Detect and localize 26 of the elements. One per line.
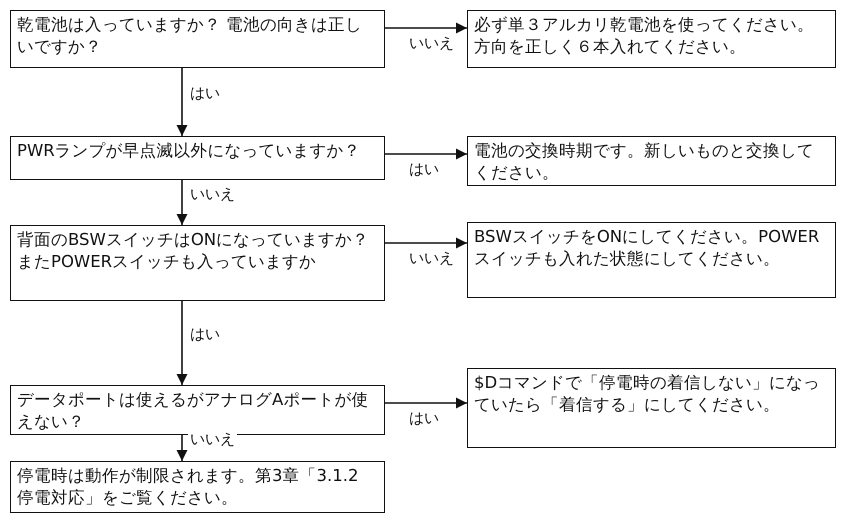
arrow [176, 180, 188, 225]
box-text: BSWスイッチをONにしてください。POWERスイッチも入れた状態にしてください。 [474, 226, 820, 270]
edge-label: いいえ [188, 430, 237, 449]
box-text: 背面のBSWスイッチはONになっていますか？またPOWERスイッチも入っていますか [17, 229, 370, 273]
arrow [176, 301, 188, 385]
flow-box [10, 225, 385, 301]
flow-box [467, 10, 836, 68]
flow-box [467, 222, 836, 298]
flow-box [10, 136, 385, 180]
box-text: 電池の交換時期です。新しいものと交換してください。 [474, 140, 815, 184]
box-text: データポートは使えるがアナログAポートが使えない？ [17, 389, 370, 432]
flow-box [467, 368, 836, 448]
arrow [385, 237, 467, 249]
arrow [385, 148, 467, 160]
flow-box [467, 136, 836, 186]
box-text: 必ず単３アルカリ乾電池を使ってください。方向を正しく６本入れてください。 [474, 14, 815, 58]
flow-box [10, 461, 385, 513]
flow-box [10, 10, 385, 68]
box-text: $Dコマンドで「停電時の着信しない」になっていたら「着信する」にしてください。 [474, 372, 822, 416]
box-text: PWRランプが早点滅以外になっていますか？ [17, 140, 362, 162]
box-text: 乾電池は入っていますか？ 電池の向きは正しいですか？ [17, 14, 364, 58]
arrow [176, 435, 188, 461]
arrow [385, 22, 467, 34]
box-text: 停電時は動作が制限されます。第3章「3.1.2 停電対応」をご覧ください。 [17, 465, 360, 509]
arrow [385, 397, 467, 409]
arrow [176, 68, 188, 136]
